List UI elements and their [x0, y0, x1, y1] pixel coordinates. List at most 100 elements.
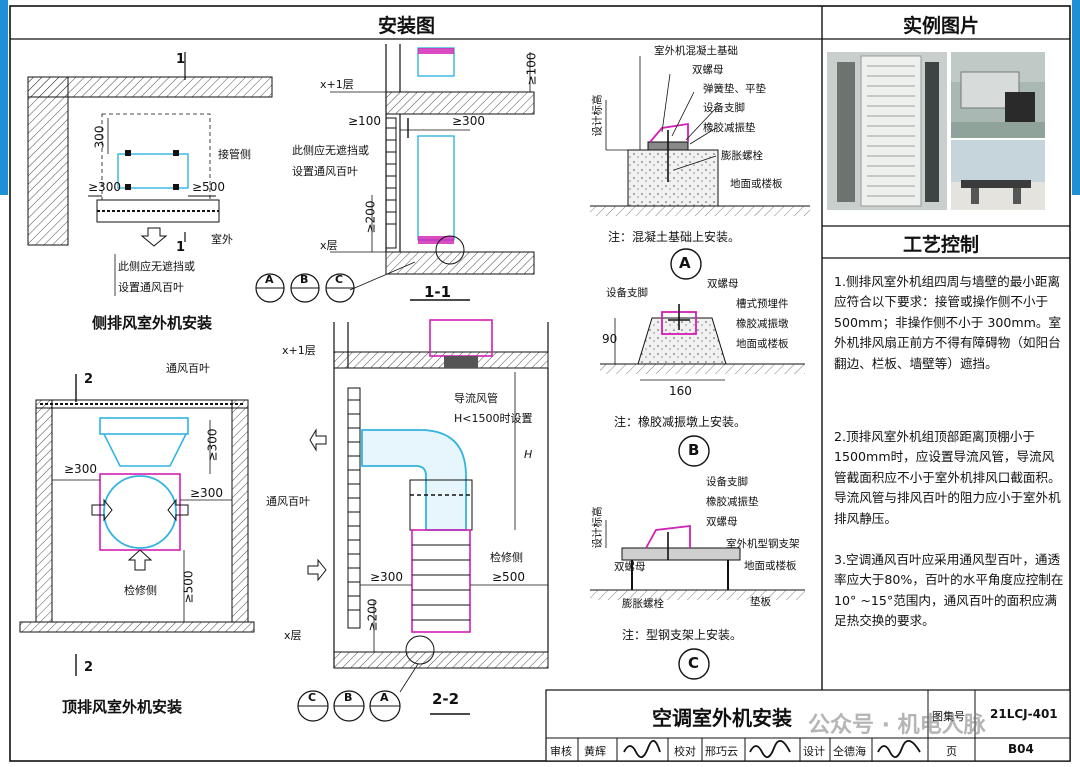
right-blue-edge	[1072, 0, 1080, 195]
photo-bracket	[951, 140, 1045, 210]
top-dim-300-left: ≥300	[64, 462, 97, 476]
top-section-mark-bottom: 2	[84, 660, 94, 675]
a-label-expansion-bolt: 膨胀螺栓	[721, 150, 763, 162]
atlas-number: 21LCJ-401	[990, 707, 1058, 721]
a-label-double-nut: 双螺母	[692, 64, 724, 76]
s22-circle-b: B	[344, 691, 353, 704]
s22-floor-lower: x层	[284, 629, 302, 642]
side-note-line1: 此侧应无遮挡或	[118, 260, 195, 273]
detail-c	[590, 520, 805, 680]
process-item-2: 2.顶排风室外机组顶部距离顶棚小于1500mm时，应设置导流风管，导流风管截面积…	[834, 429, 1061, 526]
review-label: 审核	[550, 745, 572, 758]
drawing-title: 空调室外机安装	[652, 706, 792, 730]
a-note: 注：混凝土基础上安装。	[608, 230, 741, 244]
s22-H-label: H	[524, 448, 533, 461]
s11-title: 1-1	[424, 283, 452, 301]
side-exhaust-caption: 侧排风室外机安装	[92, 314, 213, 332]
detail-b	[600, 304, 805, 467]
c-label-foot: 设备支脚	[706, 476, 748, 488]
page-label: 页	[946, 745, 957, 758]
photo-side-unit	[827, 52, 947, 210]
top-dim-500: ≥500	[181, 570, 196, 604]
s11-note-line2: 设置通风百叶	[292, 165, 358, 178]
s22-duct-label: 导流风管	[454, 392, 498, 405]
s22-duct-condition: H<1500时设置	[454, 412, 533, 425]
b-label-rubber-block: 橡胶减振墩	[736, 318, 789, 330]
top-louver-label: 通风百叶	[166, 362, 210, 375]
a-label-floor: 地面或楼板	[730, 178, 783, 190]
s11-floor-lower: x层	[320, 239, 338, 252]
side-dim-300-left: ≥300	[88, 180, 121, 194]
c-label-pad-plate: 垫板	[750, 596, 771, 608]
s22-circle-c: C	[308, 691, 317, 704]
s22-dim-300: ≥300	[370, 570, 403, 584]
section-1-1-markers	[255, 273, 355, 303]
s11-dim-300: ≥300	[452, 114, 485, 128]
c-circle: C	[688, 654, 700, 672]
c-label-expansion-bolt: 膨胀螺栓	[622, 598, 664, 610]
detail-a	[590, 56, 810, 280]
side-dim-500-right: ≥500	[192, 180, 225, 194]
checker-name: 邢巧云	[705, 745, 738, 758]
process-item-1: 1.侧排风室外机组四周与墙壁的最小距离应符合以下要求：接管或操作侧不小于500m…	[834, 274, 1062, 371]
s22-circle-a: A	[380, 691, 389, 704]
top-exhaust-caption: 顶排风室外机安装	[62, 698, 183, 716]
signatures	[623, 740, 921, 758]
side-section-mark-bottom: 1	[176, 240, 186, 255]
s11-dim-200: ≥200	[363, 200, 378, 234]
s11-floor-upper: x+1层	[320, 78, 354, 91]
b-label-floor: 地面或楼板	[736, 338, 789, 350]
s11-circle-c: C	[335, 273, 344, 286]
s22-louver-label: 通风百叶	[266, 495, 310, 508]
side-section-mark-top: 1	[176, 52, 186, 67]
section-1-1	[330, 44, 535, 301]
watermark: 公众号 · 机电人脉	[808, 713, 986, 738]
s22-title: 2-2	[432, 690, 460, 708]
b-label-channel: 槽式预埋件	[736, 298, 789, 310]
c-label-double-nut-2: 双螺母	[614, 561, 646, 573]
top-service-side: 检修侧	[124, 584, 157, 597]
c-label-floor: 地面或楼板	[744, 560, 797, 572]
process-header: 工艺控制	[903, 234, 980, 256]
side-exhaust-plan	[27, 52, 273, 296]
design-label: 设计	[803, 745, 825, 758]
side-dim-300-vert: 300	[92, 125, 107, 149]
s22-dim-500: ≥500	[492, 570, 525, 584]
photos-header: 实例图片	[903, 15, 980, 37]
c-label-double-nut: 双螺母	[706, 516, 738, 528]
c-note: 注：型钢支架上安装。	[622, 628, 743, 642]
install-header: 安装图	[378, 15, 436, 37]
c-label-steel-bracket: 室外机型钢支架	[726, 538, 800, 550]
side-outdoor-label: 室外	[211, 233, 233, 246]
b-label-double-nut: 双螺母	[707, 278, 739, 290]
a-label-washers: 弹簧垫、平垫	[703, 83, 766, 95]
process-item-3: 3.空调通风百叶应采用通风型百叶，通透率应大于80%，百叶的水平角度应控制在10…	[834, 552, 1064, 629]
a-label-rubber-pad: 橡胶减振垫	[703, 122, 756, 134]
reviewer-name: 黄辉	[584, 745, 606, 758]
top-section-mark-top: 2	[84, 372, 94, 387]
c-design-grade: 设计标高	[591, 506, 604, 549]
section-2-2	[307, 319, 549, 715]
designer-name: 仝德海	[833, 745, 866, 758]
side-note-line2: 设置通风百叶	[118, 281, 184, 294]
b-note: 注：橡胶减振墩上安装。	[614, 415, 747, 429]
c-label-rubber-pad: 橡胶减振垫	[706, 496, 759, 508]
section-2-2-markers	[297, 663, 419, 722]
outer-frame	[9, 5, 1071, 762]
s11-dim-100-top: ≥100	[524, 52, 539, 86]
s22-dim-200: ≥200	[365, 598, 380, 632]
s22-floor-upper: x+1层	[282, 344, 316, 357]
b-dim-90: 90	[602, 332, 618, 346]
b-dim-160: 160	[669, 384, 692, 398]
s22-service-side: 检修侧	[490, 551, 523, 564]
s11-dim-100-left: ≥100	[348, 114, 381, 128]
a-label-foundation: 室外机混凝土基础	[654, 45, 738, 57]
side-pipe-side-label: 接管侧	[218, 148, 251, 161]
left-blue-edge	[0, 0, 8, 195]
b-label-foot: 设备支脚	[606, 287, 648, 299]
page-number: B04	[1008, 742, 1034, 756]
atlas-label: 图集号	[932, 710, 965, 723]
a-design-grade: 设计标高	[591, 94, 604, 137]
